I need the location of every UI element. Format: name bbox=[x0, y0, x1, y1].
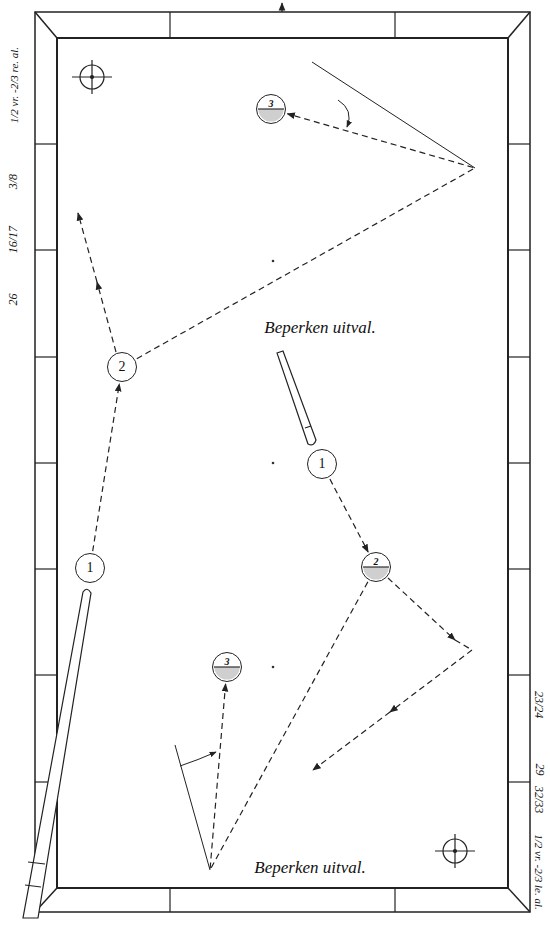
rail-diamond bbox=[35, 462, 57, 463]
rail-diamond bbox=[169, 12, 170, 38]
rail-diamond bbox=[35, 249, 57, 250]
position-marker bbox=[454, 850, 457, 853]
ball-path bbox=[78, 213, 97, 282]
ball: 1 bbox=[307, 449, 337, 479]
rail-diamond bbox=[508, 568, 530, 569]
ball: 1 bbox=[75, 553, 105, 583]
rail-diamond bbox=[35, 674, 57, 675]
ball-path bbox=[97, 282, 116, 352]
ball: 3 bbox=[256, 94, 286, 124]
rail-diamond bbox=[508, 356, 530, 357]
rail-annotation: 32/33 bbox=[532, 786, 545, 813]
table-frame bbox=[57, 38, 508, 888]
cue-stick bbox=[23, 589, 91, 918]
cue-stick bbox=[305, 426, 311, 428]
ball-number: 3 bbox=[269, 99, 274, 109]
ball-number: 2 bbox=[374, 557, 379, 567]
rail-annotation: 3/8 bbox=[7, 174, 20, 189]
rail-diamond bbox=[35, 568, 57, 569]
rail-annotation: 23/24 bbox=[532, 691, 545, 718]
ball-shading bbox=[214, 667, 239, 680]
rail-diamond bbox=[35, 356, 57, 357]
position-marker bbox=[72, 60, 475, 868]
rail-annotation: 1/2 vr. -2/3 re. al. bbox=[8, 47, 20, 123]
position-marker bbox=[91, 60, 92, 94]
ball: 2 bbox=[107, 352, 137, 382]
rail-diamond bbox=[508, 249, 530, 250]
ball-path bbox=[78, 213, 472, 770]
rail-diamond bbox=[508, 143, 530, 144]
ball-shading bbox=[258, 109, 283, 122]
rail-diamond bbox=[169, 888, 170, 912]
table-frame bbox=[35, 12, 530, 912]
rail-annotation: 16/17 bbox=[7, 226, 20, 253]
rail-diamond bbox=[508, 462, 530, 463]
ball-path-connector bbox=[137, 114, 475, 359]
aim-line bbox=[312, 62, 475, 168]
rail-diamond bbox=[508, 674, 530, 675]
ball-path-connector bbox=[210, 582, 368, 870]
rail-diamond bbox=[508, 781, 530, 782]
head-arrow bbox=[281, 3, 282, 12]
ball-number: 1 bbox=[87, 561, 94, 575]
head-arrow bbox=[282, 3, 283, 12]
table-frame bbox=[508, 888, 530, 912]
cue-stick bbox=[23, 351, 316, 918]
rail-diamond bbox=[394, 888, 395, 912]
aim-line bbox=[338, 100, 349, 127]
table-spot bbox=[272, 462, 275, 465]
ball-path-connector bbox=[93, 384, 120, 551]
table-spot bbox=[272, 260, 275, 263]
ball: 3 bbox=[212, 652, 242, 682]
table-spot bbox=[272, 666, 275, 669]
note-text: Beperken uitval. bbox=[262, 319, 377, 338]
cue-stick bbox=[25, 885, 41, 887]
ball-path bbox=[455, 640, 472, 650]
position-marker bbox=[72, 76, 112, 77]
ball: 2 bbox=[361, 552, 391, 582]
ball-path bbox=[390, 650, 472, 712]
ball-path bbox=[388, 578, 455, 640]
rail-annotation: 26 bbox=[7, 294, 20, 306]
rail-annotation: 1/2 vr. -2/3 le. al. bbox=[533, 834, 545, 909]
rail-diamond bbox=[394, 12, 395, 38]
table-frame bbox=[508, 12, 530, 38]
ball-path-connector bbox=[330, 479, 368, 552]
ball-number: 2 bbox=[119, 360, 126, 374]
ball-number: 1 bbox=[319, 457, 326, 471]
ball-path bbox=[313, 712, 390, 770]
rail-diamond bbox=[35, 12, 530, 912]
cue-stick bbox=[28, 862, 45, 864]
table-frame bbox=[35, 12, 57, 38]
position-marker bbox=[435, 850, 475, 851]
aim-line bbox=[175, 745, 210, 870]
aim-line bbox=[180, 752, 216, 766]
aim-line bbox=[175, 62, 475, 870]
table-frame bbox=[35, 12, 530, 912]
position-marker bbox=[454, 834, 455, 868]
cue-stick bbox=[277, 351, 316, 445]
rail-annotation: 29 bbox=[532, 764, 545, 776]
position-marker bbox=[91, 76, 94, 79]
note-text: Beperken uitval. bbox=[252, 859, 367, 878]
ball-shading bbox=[363, 567, 388, 580]
ball-number: 3 bbox=[225, 657, 230, 667]
rail-diamond bbox=[35, 143, 57, 144]
